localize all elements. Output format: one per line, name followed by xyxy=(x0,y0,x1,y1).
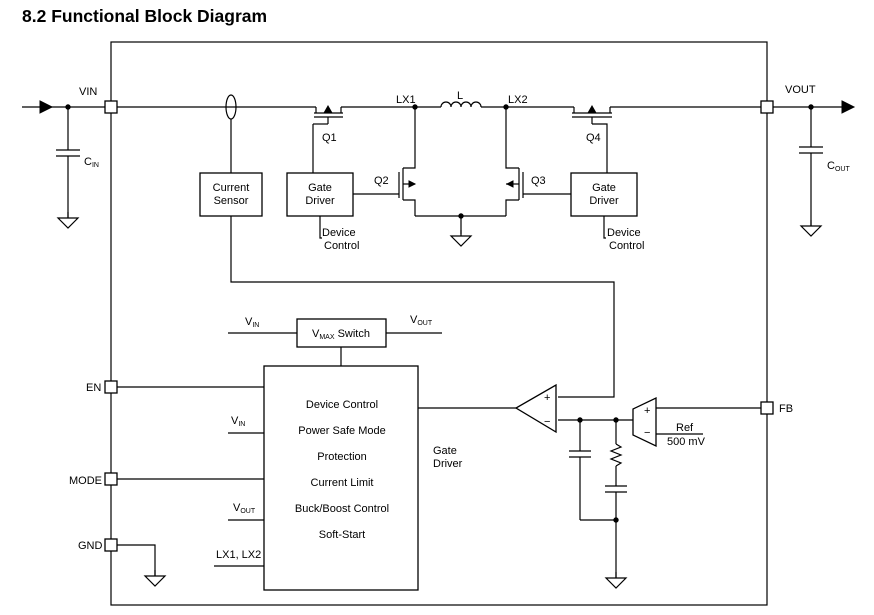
q2-label: Q2 xyxy=(374,175,389,187)
error-amp-minus: − xyxy=(644,427,650,439)
q2-transistor xyxy=(398,107,417,216)
gnd-pin xyxy=(104,538,118,552)
current-sensor-line2: Sensor xyxy=(214,195,249,207)
error-amp-plus: + xyxy=(644,405,650,417)
control-line-protection: Protection xyxy=(317,451,367,463)
vout-output-line xyxy=(773,100,856,237)
gate-driver-right-block xyxy=(570,172,638,217)
fb-pin-label: FB xyxy=(779,403,793,415)
vin-input-line xyxy=(22,100,105,229)
gate-driver-right-line2: Driver xyxy=(589,195,619,207)
ic-boundary xyxy=(110,41,768,606)
control-vout-label: VOUT xyxy=(233,502,256,515)
device-control-right-line1: Device xyxy=(607,227,641,239)
fb-pin xyxy=(760,401,774,415)
vmax-vout-label: VOUT xyxy=(410,314,433,327)
q1-transistor xyxy=(314,104,343,124)
vin-pin xyxy=(104,100,118,114)
q4-label: Q4 xyxy=(586,132,601,144)
control-vin-label: VIN xyxy=(231,415,245,428)
control-line-device-control: Device Control xyxy=(306,399,378,411)
vout-pin xyxy=(760,100,774,114)
reference-value: 500 mV xyxy=(667,436,706,448)
current-sensor-line1: Current xyxy=(213,182,250,194)
cin-label: CIN xyxy=(84,156,99,169)
q3-label: Q3 xyxy=(531,175,546,187)
device-control-right-line2: Control xyxy=(609,240,644,252)
device-control-left-line2: Control xyxy=(324,240,359,252)
current-sense-path xyxy=(230,216,615,398)
gnd-pin-label: GND xyxy=(78,540,103,552)
gate-driver-right-line1: Gate xyxy=(592,182,616,194)
control-line-current-limit: Current Limit xyxy=(311,477,374,489)
vmax-vin-label: VIN xyxy=(245,316,259,329)
lx2-label: LX2 xyxy=(508,94,528,106)
vin-pin-label: VIN xyxy=(79,86,97,98)
inductor xyxy=(440,101,486,108)
cout-label: COUT xyxy=(827,160,850,173)
comparator-minus: − xyxy=(544,416,550,428)
q1-label: Q1 xyxy=(322,132,337,144)
gate-driver-left-block xyxy=(286,172,354,217)
reference-label: Ref xyxy=(676,422,694,434)
diagram-title: 8.2 Functional Block Diagram xyxy=(22,6,268,26)
power-ground xyxy=(415,213,506,247)
control-line-soft-start: Soft-Start xyxy=(319,529,365,541)
inductor-label: L xyxy=(457,90,463,102)
vmax-switch-block xyxy=(296,318,387,348)
vout-pin-label: VOUT xyxy=(785,84,816,96)
compensation-network xyxy=(569,417,627,589)
vmax-switch-label: VMAX Switch xyxy=(312,328,370,341)
control-line-power-safe-mode: Power Safe Mode xyxy=(298,425,385,437)
control-gate-driver-line2: Driver xyxy=(433,458,463,470)
device-control-left-line1: Device xyxy=(322,227,356,239)
q4-transistor xyxy=(572,104,612,124)
pwm-comparator xyxy=(418,383,557,434)
control-lx-label: LX1, LX2 xyxy=(216,549,261,561)
control-logic-block xyxy=(263,365,419,591)
control-line-buck-boost: Buck/Boost Control xyxy=(295,503,389,515)
control-gate-driver-line1: Gate xyxy=(433,445,457,457)
en-pin-label: EN xyxy=(86,382,101,394)
en-pin xyxy=(104,380,118,394)
gate-driver-left-line1: Gate xyxy=(308,182,332,194)
mode-pin-label: MODE xyxy=(69,475,102,487)
current-sensor-block xyxy=(199,172,263,217)
mode-pin xyxy=(104,472,118,486)
gate-driver-left-line2: Driver xyxy=(305,195,335,207)
comparator-plus: + xyxy=(544,392,550,404)
lx1-label: LX1 xyxy=(396,94,416,106)
error-amplifier xyxy=(632,396,657,448)
q3-transistor xyxy=(505,107,524,216)
